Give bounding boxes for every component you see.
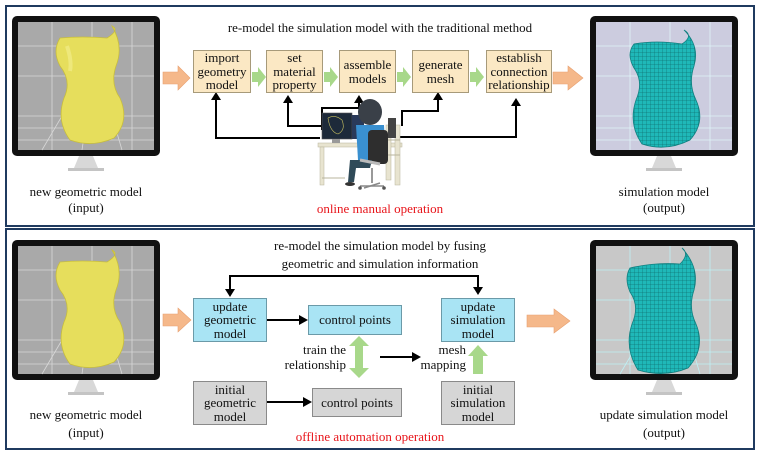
step-arrow-4 (470, 67, 484, 87)
engineer-person (345, 99, 388, 190)
teal-mesh-display (590, 16, 738, 171)
input-caption-bottom-line2: (input) (68, 425, 104, 440)
online-operation-label: online manual operation (316, 201, 444, 216)
output-caption-top-line2: (output) (643, 200, 685, 215)
output-monitor-bottom (590, 240, 738, 400)
output-arrow-top (552, 65, 584, 91)
output-caption-top-line1: simulation model (618, 184, 710, 199)
train-label-line1: train the (303, 342, 346, 357)
connector-material (287, 100, 325, 127)
output-monitor-top (590, 16, 738, 176)
step-arrow-2 (324, 67, 338, 87)
mesh-label-line1: mesh (438, 342, 466, 357)
input-caption-bottom-line1: new geometric model (29, 407, 143, 422)
offline-operation-label: offline automation operation (295, 429, 445, 444)
connector-connection (397, 103, 517, 138)
output-caption-bottom-line1: update simulation model (599, 407, 729, 422)
input-monitor-top (12, 16, 160, 176)
bottom-panel-title-line1: re-model the simulation model by fusing (274, 238, 486, 253)
yellow-geometry-display (12, 16, 160, 171)
teal-mesh-display-bottom (590, 240, 738, 395)
train-double-arrow (349, 336, 369, 378)
connector-import (215, 97, 320, 139)
top-panel-title: re-model the simulation model with the t… (227, 20, 533, 35)
output-arrow-bottom (526, 308, 571, 334)
input-arrow-top (162, 65, 191, 91)
yellow-geometry-display-bottom (12, 240, 160, 395)
connector-mesh (401, 97, 439, 126)
input-caption-top-line2: (input) (68, 200, 104, 215)
output-caption-bottom-line2: (output) (643, 425, 685, 440)
step-arrow-3 (397, 67, 411, 87)
control-points-top-box: control points (308, 305, 402, 335)
feedback-connector (229, 275, 479, 293)
mapping-up-arrow (468, 345, 488, 374)
bottom-panel-title-line2: geometric and simulation information (281, 256, 479, 271)
mesh-label-line2: mapping (420, 357, 467, 372)
input-monitor-bottom (12, 240, 160, 400)
control-points-bottom-box: control points (312, 388, 402, 417)
input-caption-top-line1: new geometric model (29, 184, 143, 199)
train-label-line2: relationship (284, 357, 346, 372)
input-arrow-bottom (162, 307, 192, 333)
step-arrow-1 (252, 67, 266, 87)
